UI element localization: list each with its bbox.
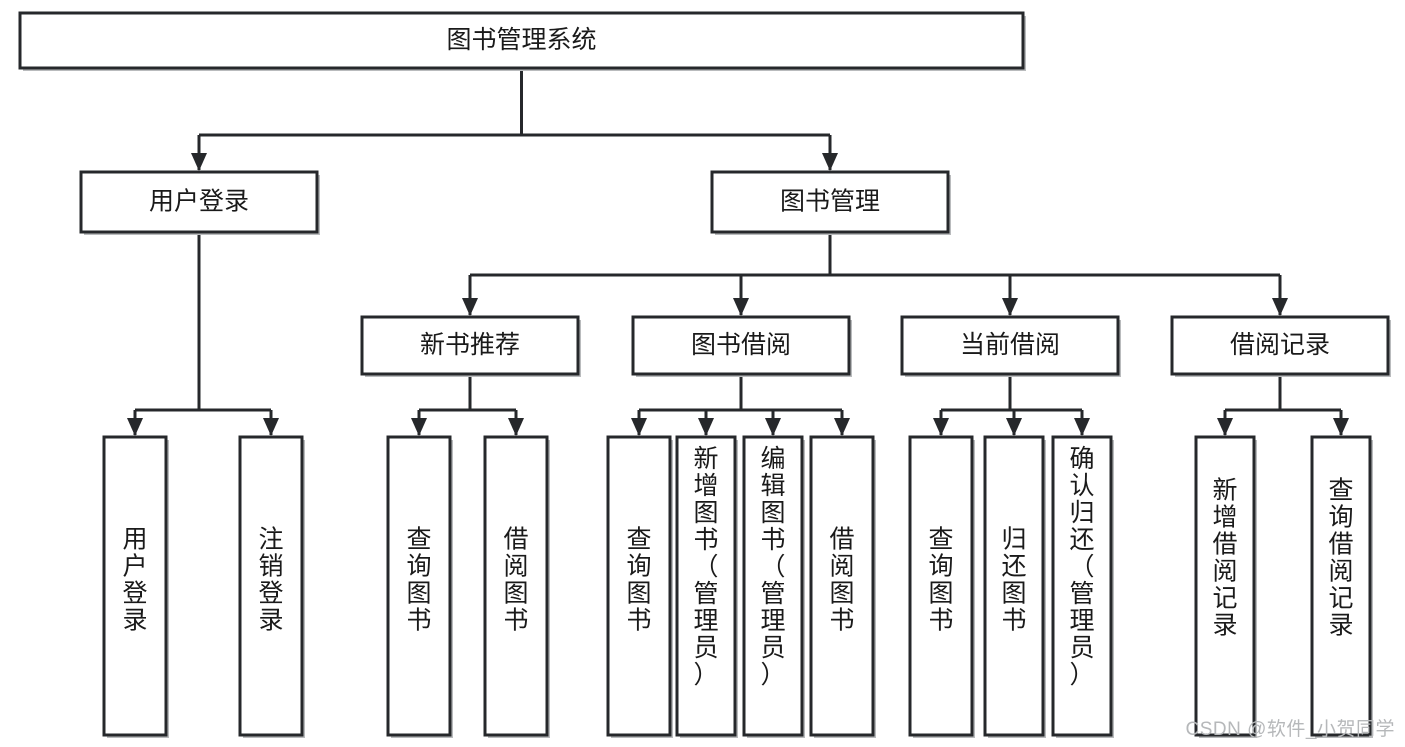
node-leaf-query-book-borrow[interactable]: 查询图书 xyxy=(606,435,673,738)
node-label: 借阅记录 xyxy=(1230,331,1330,359)
node-leaf-borrow-book-recommend[interactable]: 借阅图书 xyxy=(483,435,550,738)
node-label: 查询借阅记录 xyxy=(1328,477,1353,640)
arrow-head xyxy=(733,298,749,316)
node-rect xyxy=(983,435,1045,737)
node-label: 用户登录 xyxy=(122,526,147,635)
node-label: 借阅图书 xyxy=(829,526,854,635)
arrow-head xyxy=(1002,298,1018,316)
node-current-borrow[interactable]: 当前借阅 xyxy=(900,315,1121,377)
node-rect xyxy=(606,435,672,737)
arrow-head xyxy=(127,418,143,436)
node-leaf-query-book-recommend[interactable]: 查询图书 xyxy=(386,435,453,738)
node-rect xyxy=(1310,435,1372,737)
node-leaf-query-book-current[interactable]: 查询图书 xyxy=(908,435,975,738)
node-rect xyxy=(1194,435,1256,737)
node-label: 查询图书 xyxy=(626,526,651,635)
node-rect xyxy=(18,11,1025,70)
arrow-head xyxy=(1333,418,1349,436)
arrow-head xyxy=(822,153,838,171)
arrow-head xyxy=(508,418,524,436)
node-leaf-borrow-book[interactable]: 借阅图书 xyxy=(809,435,876,738)
node-label: 查询图书 xyxy=(406,526,431,635)
arrow-head xyxy=(631,418,647,436)
node-leaf-user-login[interactable]: 用户登录 xyxy=(102,435,169,738)
node-rect xyxy=(710,170,950,234)
node-rect xyxy=(1051,435,1113,737)
node-rect xyxy=(102,435,168,737)
node-leaf-return-book[interactable]: 归还图书 xyxy=(983,435,1046,738)
node-label: 确认归还（管理员） xyxy=(1069,445,1094,689)
node-rect xyxy=(900,315,1120,376)
node-label: 图书管理 xyxy=(780,188,880,216)
connectors-layer xyxy=(127,68,1349,436)
nodes-layer: 图书管理系统用户登录图书管理新书推荐图书借阅当前借阅借阅记录用户登录注销登录查询… xyxy=(18,11,1391,738)
node-label: 图书管理系统 xyxy=(446,26,596,54)
node-leaf-logout[interactable]: 注销登录 xyxy=(238,435,305,738)
node-label: 当前借阅 xyxy=(960,331,1060,359)
node-rect xyxy=(360,315,580,376)
node-rect xyxy=(483,435,549,737)
node-leaf-confirm-return-admin[interactable]: 确认归还（管理员） xyxy=(1051,435,1114,738)
arrow-head xyxy=(462,298,478,316)
arrow-head xyxy=(933,418,949,436)
arrow-head xyxy=(765,418,781,436)
node-label: 新增图书（管理员） xyxy=(693,445,718,689)
node-label: 注销登录 xyxy=(258,526,283,635)
node-user-login[interactable]: 用户登录 xyxy=(79,170,320,235)
node-rect xyxy=(79,170,319,234)
node-label: 编辑图书（管理员） xyxy=(760,445,785,689)
node-rect xyxy=(1170,315,1390,376)
node-leaf-add-book-admin[interactable]: 新增图书（管理员） xyxy=(675,435,738,738)
arrow-head xyxy=(411,418,427,436)
node-leaf-add-borrow-record[interactable]: 新增借阅记录 xyxy=(1194,435,1257,738)
node-borrow-record[interactable]: 借阅记录 xyxy=(1170,315,1391,377)
node-rect xyxy=(809,435,875,737)
node-leaf-edit-book-admin[interactable]: 编辑图书（管理员） xyxy=(742,435,805,738)
arrow-head xyxy=(191,153,207,171)
node-new-book-recommend[interactable]: 新书推荐 xyxy=(360,315,581,377)
arrow-head xyxy=(698,418,714,436)
node-label: 查询图书 xyxy=(928,526,953,635)
node-label: 新书推荐 xyxy=(420,331,520,359)
node-rect xyxy=(238,435,304,737)
node-rect xyxy=(675,435,737,737)
node-rect xyxy=(742,435,804,737)
node-rect xyxy=(386,435,452,737)
node-label: 图书借阅 xyxy=(691,331,791,359)
arrow-head xyxy=(1217,418,1233,436)
node-rect xyxy=(908,435,974,737)
arrow-head xyxy=(834,418,850,436)
node-root[interactable]: 图书管理系统 xyxy=(18,11,1026,71)
node-label: 新增借阅记录 xyxy=(1212,477,1237,640)
node-book-management[interactable]: 图书管理 xyxy=(710,170,951,235)
node-label: 归还图书 xyxy=(1001,526,1026,635)
csdn-watermark: CSDN @软件_小贺同学 xyxy=(1185,719,1395,740)
arrow-head xyxy=(1006,418,1022,436)
arrow-head xyxy=(1272,298,1288,316)
node-label: 用户登录 xyxy=(149,188,249,216)
node-rect xyxy=(631,315,851,376)
node-book-borrow[interactable]: 图书借阅 xyxy=(631,315,852,377)
node-leaf-query-borrow-record[interactable]: 查询借阅记录 xyxy=(1310,435,1373,738)
arrow-head xyxy=(1074,418,1090,436)
arrow-head xyxy=(263,418,279,436)
node-label: 借阅图书 xyxy=(503,526,528,635)
